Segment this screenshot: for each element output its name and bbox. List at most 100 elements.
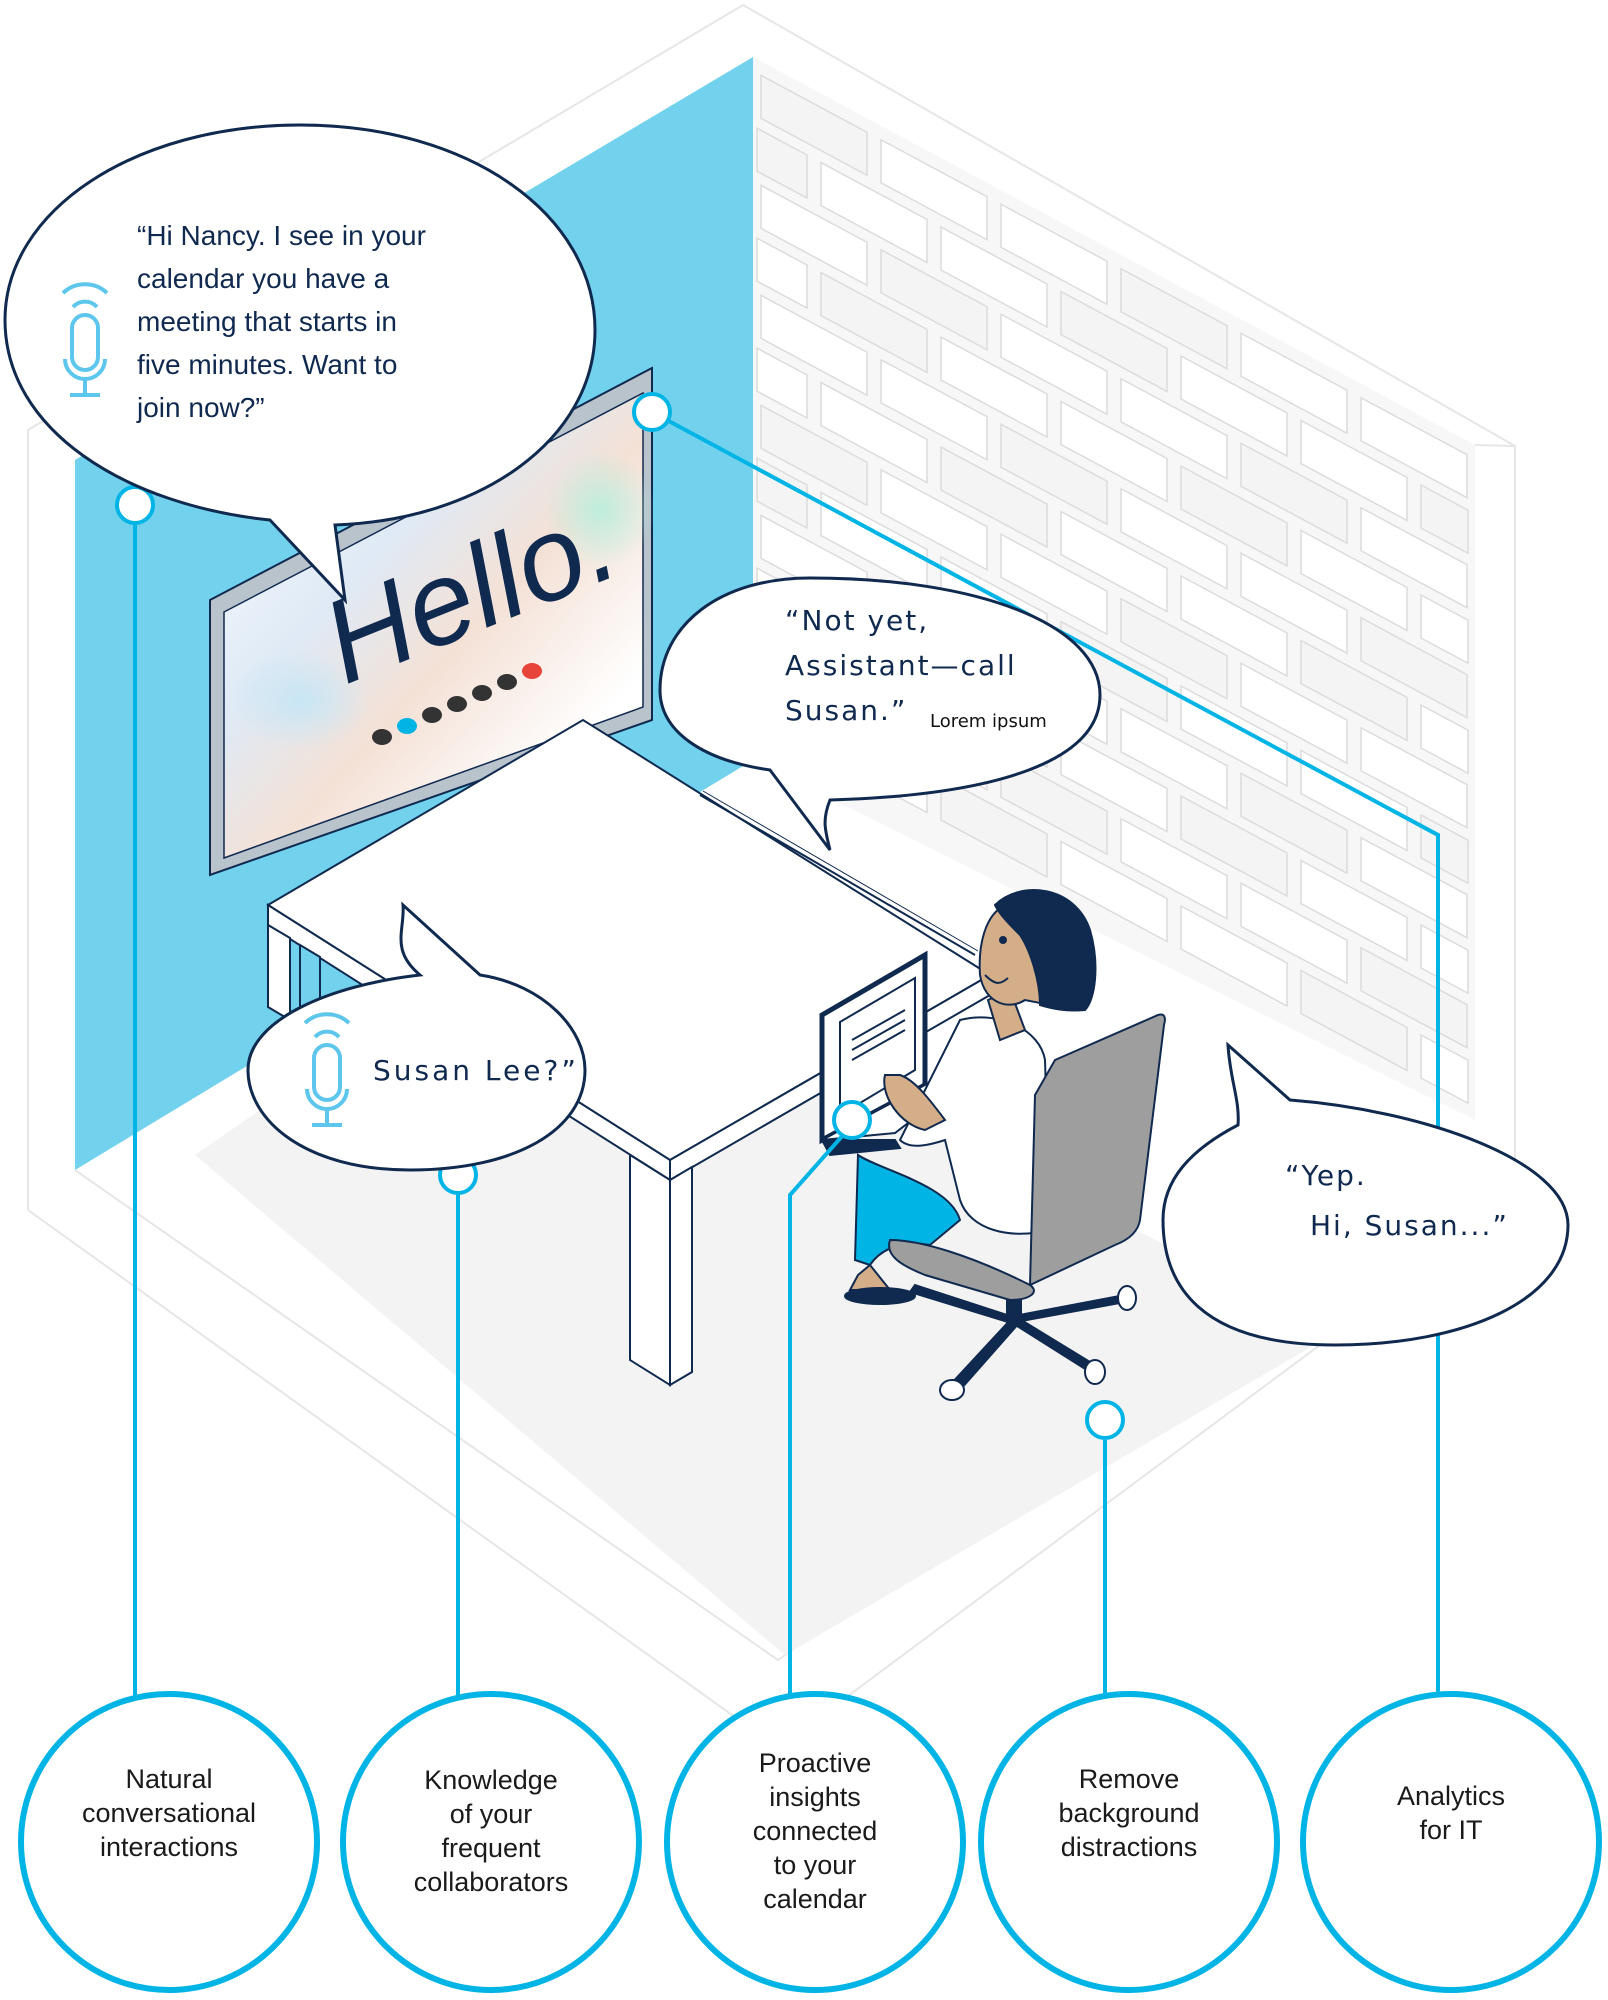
brick <box>1000 423 1108 526</box>
feature-label-line: calendar <box>763 1884 867 1914</box>
brick <box>1240 441 1348 545</box>
feature-label-line: Natural <box>125 1764 212 1794</box>
feature-label-line: collaborators <box>414 1867 569 1897</box>
brick <box>760 404 868 507</box>
brick <box>1360 506 1468 609</box>
connector-dot-natural[interactable] <box>115 485 155 525</box>
assistant_greeting-line: meeting that starts in <box>137 306 397 337</box>
feature-label-line: for IT <box>1419 1815 1482 1845</box>
feature-label-line: of your <box>450 1799 533 1829</box>
feature-label-line: conversational <box>82 1798 256 1828</box>
wall-display: Hello. <box>209 366 655 877</box>
brick <box>756 346 808 420</box>
user_reply-line: Assistant—call <box>785 649 1017 682</box>
feature-label-line: to your <box>774 1850 857 1880</box>
end-call-icon[interactable] <box>522 663 542 679</box>
brick <box>880 358 988 462</box>
microphone-icon <box>303 1012 351 1127</box>
connector-dot-remove[interactable] <box>1085 1400 1125 1440</box>
feature-label-line: interactions <box>100 1832 238 1862</box>
feature-label-line: distractions <box>1061 1832 1198 1862</box>
speech-bubble-assistant-confirm: Susan Lee?” <box>246 901 587 1172</box>
brick <box>940 335 1048 439</box>
feature-label-line: Knowledge <box>424 1765 558 1795</box>
brick <box>1360 946 1468 1049</box>
brick <box>1120 817 1228 920</box>
brick <box>1120 487 1228 590</box>
brick <box>760 184 868 287</box>
brick <box>820 381 928 484</box>
brick <box>1060 840 1168 943</box>
brick <box>1360 836 1468 939</box>
brick <box>1300 859 1408 962</box>
brick <box>1120 707 1228 810</box>
feature-circle-analytics[interactable]: Analytics for IT <box>1300 1691 1602 1993</box>
laptop <box>819 950 991 1157</box>
share-icon[interactable] <box>422 707 442 723</box>
feature-circle-knowledge[interactable]: Knowledge of your frequent collaborators <box>340 1691 642 1993</box>
brick <box>1000 533 1108 636</box>
camera-switch-icon[interactable] <box>447 696 467 712</box>
brick <box>1000 203 1108 306</box>
user_confirm-line: “Yep. <box>1285 1159 1367 1192</box>
brick <box>880 468 988 572</box>
assistant_greeting-line: five minutes. Want to <box>137 349 397 380</box>
connector-dot-proactive[interactable] <box>832 1100 872 1140</box>
mute-icon[interactable] <box>372 729 392 745</box>
user_confirm-line: Hi, Susan...” <box>1310 1209 1509 1242</box>
brick <box>1060 400 1168 503</box>
assistant_greeting-line: join now?” <box>136 392 265 423</box>
connector-dot-analytics[interactable] <box>632 392 672 432</box>
feature-label-line: insights <box>769 1782 861 1812</box>
brick <box>1180 354 1288 458</box>
brick <box>1360 616 1468 719</box>
brick <box>1420 593 1469 665</box>
brick <box>1180 794 1288 898</box>
feature-label-line: connected <box>753 1816 878 1846</box>
brick <box>1420 923 1469 995</box>
user_reply-line: “Not yet, <box>785 604 929 637</box>
feature-circles: Natural conversational interactions Knowled… <box>18 1691 1602 1993</box>
brick <box>880 248 988 352</box>
brick <box>880 138 988 242</box>
feature-label-line: Analytics <box>1397 1781 1505 1811</box>
speech-bubble-user-confirm: “Yep. Hi, Susan...” <box>1161 1041 1570 1347</box>
brick <box>756 236 808 310</box>
feature-label-line: frequent <box>441 1833 541 1863</box>
person <box>699 790 1097 1305</box>
brick <box>1240 551 1348 655</box>
brick <box>1300 639 1408 742</box>
brick <box>1240 661 1348 765</box>
lorem-ipsum-note: Lorem ipsum <box>930 711 1047 732</box>
brick <box>1120 377 1228 480</box>
microphone-icon <box>61 282 109 397</box>
brick <box>1420 703 1469 775</box>
brick <box>760 74 868 177</box>
brick <box>940 775 1048 879</box>
brick <box>1000 313 1108 416</box>
feature-circle-natural[interactable]: Natural conversational interactions <box>18 1691 320 1993</box>
video-icon[interactable] <box>397 718 417 734</box>
brick <box>1240 331 1348 435</box>
brick <box>1180 904 1288 1008</box>
more-icon[interactable] <box>497 674 517 690</box>
brick <box>1420 1033 1469 1105</box>
brick <box>1360 726 1468 829</box>
brick <box>756 126 808 200</box>
brick <box>1420 483 1469 555</box>
feature-label-line: background <box>1058 1798 1199 1828</box>
brick <box>1300 529 1408 632</box>
brick <box>1300 419 1408 522</box>
brick <box>1000 753 1108 856</box>
call-controls <box>372 663 542 745</box>
brick <box>1240 771 1348 875</box>
brick <box>1060 730 1168 833</box>
brick <box>940 225 1048 329</box>
assistant_greeting-line: “Hi Nancy. I see in your <box>137 220 426 251</box>
brick <box>1060 510 1168 613</box>
chat-icon[interactable] <box>472 685 492 701</box>
